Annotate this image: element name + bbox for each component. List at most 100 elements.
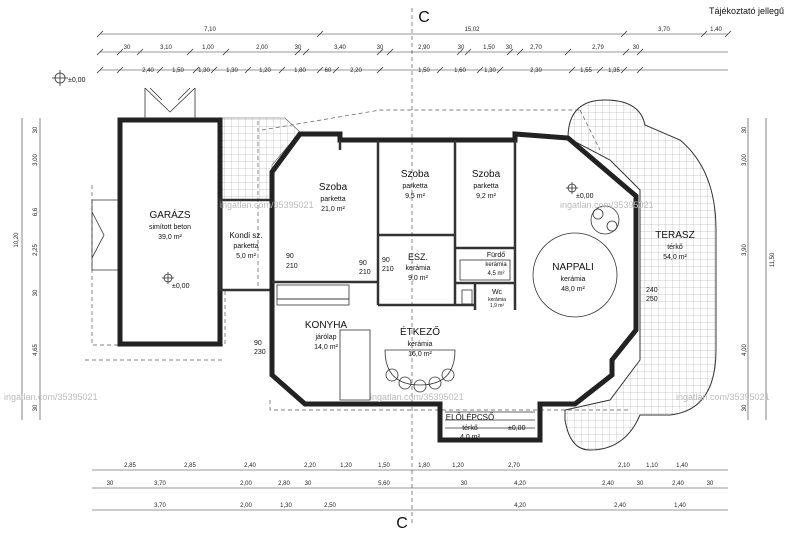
dim-top-r2-3: 1,00 — [202, 45, 214, 51]
dim-top-r2-13: 2,79 — [592, 45, 604, 51]
room-furdo-finish: kerámia — [485, 262, 507, 268]
door-label: 250 — [646, 296, 658, 303]
dimension-tick — [278, 66, 286, 74]
door-label: 210 — [286, 263, 298, 270]
room-kondi-finish: parketta — [233, 243, 258, 250]
room-szoba2-area: 9,5 m² — [405, 193, 426, 200]
room-esz-finish: kerámia — [406, 265, 431, 272]
dim-right-4: 4,00 — [742, 344, 748, 356]
door-label: 90 — [254, 340, 262, 347]
dim-left-5: 30 — [33, 289, 39, 296]
room-nappali-finish: kerámia — [561, 276, 586, 283]
room-wc-area: 1,9 m² — [490, 303, 505, 309]
door-label: 210 — [382, 266, 394, 273]
room-wc-name: Wc — [492, 289, 503, 296]
dim-top-r2-4: 2,00 — [256, 45, 268, 51]
dimension-tick — [564, 48, 572, 56]
dimension-tick — [436, 66, 444, 74]
kitchen-counters — [276, 284, 371, 401]
dim-top-r3-9: 1,50 — [418, 68, 430, 74]
dim-bot-r2-1: 30 — [107, 481, 114, 487]
room-szoba1-finish: parketta — [320, 196, 345, 203]
dim-top-r3-12: 2,30 — [530, 68, 542, 74]
terrace-area — [564, 99, 717, 451]
room-konyha-area: 14,0 m² — [314, 344, 338, 351]
dimension-tick — [476, 66, 484, 74]
dimension-tick — [700, 30, 708, 38]
dim-top-r2-8: 2,90 — [418, 45, 430, 51]
dim-top-r3-1: 2,40 — [142, 68, 154, 74]
dim-top-r3-10: 1,60 — [454, 68, 466, 74]
dim-top-r3-6: 1,80 — [294, 68, 306, 74]
dimension-tick — [596, 66, 604, 74]
dim-bot-r3-2: 2,00 — [240, 503, 252, 509]
living-room-rug — [532, 205, 620, 318]
dim-top-r3-11: 1,30 — [484, 68, 496, 74]
dim-top-r3-7: 60 — [325, 68, 332, 74]
dim-left-total: 10,20 — [14, 232, 20, 248]
dim-bot-r2-10: 30 — [637, 481, 644, 487]
dim-left-7: 30 — [33, 404, 39, 411]
entrance-stairs — [445, 411, 535, 429]
dimension-tick — [724, 30, 732, 38]
dim-bot-r1-11: 1,10 — [646, 463, 658, 469]
dimension-tick — [376, 66, 384, 74]
door-label: 90 — [359, 260, 367, 267]
dim-bot-r1-5: 1,20 — [340, 463, 352, 469]
dim-top-r2-1: 30 — [124, 45, 131, 51]
dimension-tick — [116, 66, 124, 74]
dim-bot-r3-1: 3,70 — [154, 503, 166, 509]
level-mark-label: ±0,00 — [68, 77, 86, 84]
dimension-tick — [316, 30, 324, 38]
dim-top-r2-6: 3,40 — [334, 45, 346, 51]
room-szoba2-name: Szoba — [401, 169, 430, 180]
dining-table — [384, 349, 456, 393]
bath-fixtures — [459, 259, 511, 305]
interior-walls — [272, 140, 517, 310]
dimension-tick — [496, 66, 504, 74]
room-furdo-name: Fürdő — [487, 252, 505, 259]
dimension-bottom — [92, 469, 728, 511]
room-szoba3-finish: parketta — [473, 183, 498, 190]
dimension-tick — [506, 48, 514, 56]
dimension-tick — [636, 48, 644, 56]
dim-bot-r2-3: 2,00 — [240, 481, 252, 487]
room-elolepcso-finish: térkő — [462, 425, 478, 432]
room-kondi-area: 5,0 m² — [236, 253, 257, 260]
dimension-tick — [210, 66, 218, 74]
dim-top-r2-7: 30 — [377, 45, 384, 51]
room-etkezo-area: 16,0 m² — [408, 351, 432, 358]
dim-bot-r2-4: 2,80 — [278, 481, 290, 487]
dimension-top — [100, 33, 728, 71]
room-etkezo-name: ÉTKEZŐ — [400, 324, 440, 338]
dimension-tick — [186, 48, 194, 56]
dimension-tick — [294, 48, 302, 56]
dimension-tick — [222, 48, 230, 56]
dim-bot-r2-5: 30 — [305, 481, 312, 487]
watermark: ingatlan.com/35395021 — [220, 200, 314, 210]
dim-bot-r3-5: 4,20 — [514, 503, 526, 509]
dim-top-1: 7,10 — [204, 27, 216, 33]
dim-top-r3-5: 1,20 — [259, 68, 271, 74]
dim-bot-r2-12: 30 — [707, 481, 714, 487]
dimension-tick — [96, 48, 104, 56]
room-konyha-finish: járólap — [314, 334, 336, 341]
room-esz-name: ESZ. — [408, 252, 428, 262]
room-elolepcso-name: ELŐLÉPCSŐ — [446, 413, 494, 422]
dim-left-3: 6,6 — [33, 207, 39, 216]
dim-right-5: 30 — [742, 404, 748, 411]
door-label: 210 — [359, 269, 371, 276]
dimension-tick — [620, 30, 628, 38]
dimension-tick — [376, 48, 384, 56]
dim-top-r2-9: 30 — [458, 45, 465, 51]
room-garazs-name: GARÁZS — [149, 208, 190, 221]
dimension-tick — [516, 48, 524, 56]
dim-bot-r1-2: 2,85 — [184, 463, 196, 469]
dim-right-3: 3,90 — [742, 244, 748, 256]
level-mark-icon — [162, 182, 578, 284]
dim-left-2: 3,00 — [33, 154, 39, 166]
dim-left-1: 30 — [33, 126, 39, 133]
room-kondi-name: Kondi sz. — [230, 231, 263, 240]
door-label: 90 — [286, 253, 294, 260]
room-konyha-name: KONYHA — [305, 320, 348, 331]
